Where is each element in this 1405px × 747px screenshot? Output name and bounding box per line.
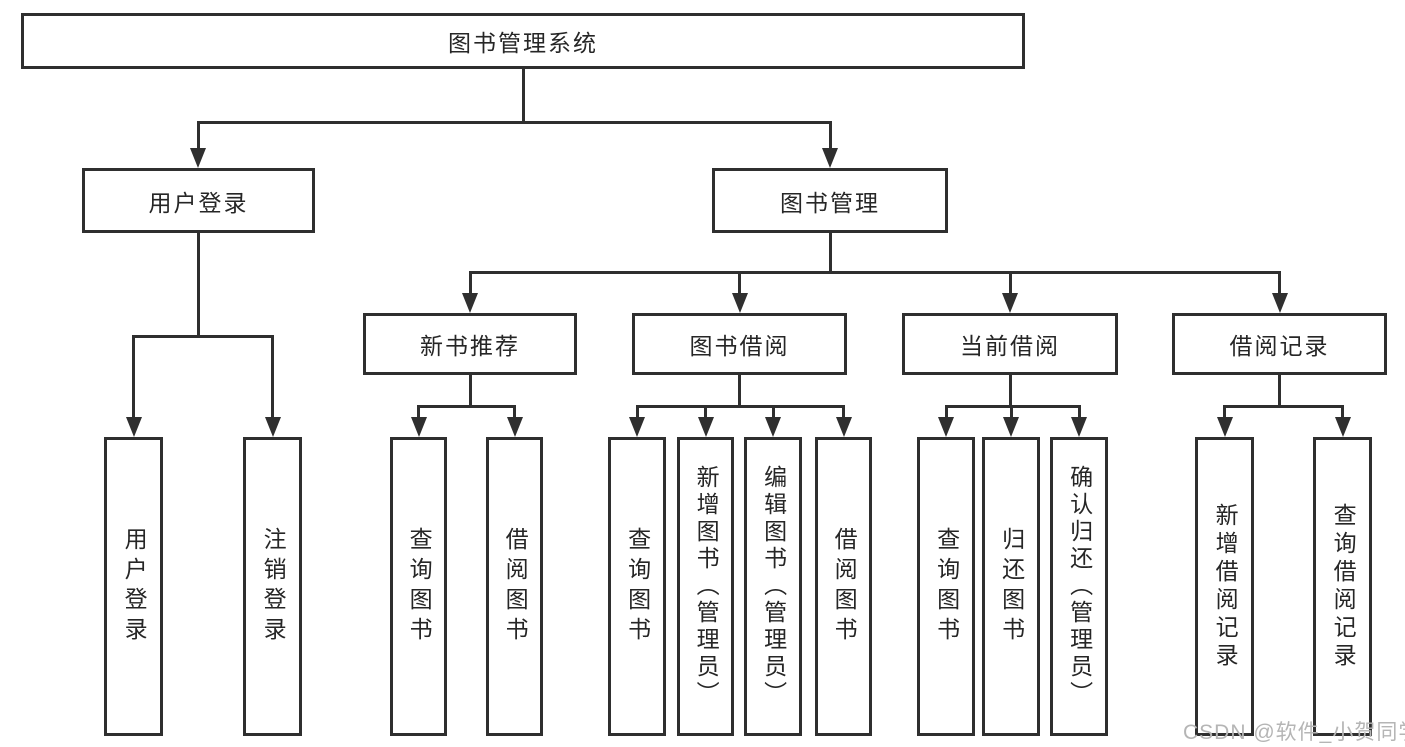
connector-line (771, 406, 775, 421)
connector-line (132, 336, 135, 421)
leaf-logout: 注销登录 (243, 437, 302, 736)
arrowhead-down-icon (462, 293, 478, 313)
connector-line (1278, 375, 1281, 406)
leaf-query-books-borrow: 查询图书 (608, 437, 666, 736)
node-new-book-recommend: 新书推荐 (363, 313, 577, 375)
node-label: 查询图书 (624, 526, 651, 647)
node-label: 查询图书 (406, 526, 433, 647)
node-label: 借阅图书 (831, 526, 858, 647)
node-label: 用户登录 (121, 526, 148, 647)
arrowhead-down-icon (1071, 417, 1087, 437)
connector-line (468, 375, 472, 406)
connector-line (1341, 406, 1344, 421)
connector-line (196, 233, 200, 336)
leaf-query-books-recommend: 查询图书 (390, 437, 447, 736)
connector-line (1008, 272, 1012, 297)
connector-line (1278, 272, 1281, 297)
arrowhead-down-icon (765, 417, 781, 437)
watermark: CSDN @软件_小贺同学 (1183, 721, 1405, 744)
node-label: 图书借阅 (689, 333, 790, 359)
arrowhead-down-icon (1003, 417, 1019, 437)
connector-line (271, 336, 274, 421)
node-book-borrow: 图书借阅 (632, 313, 847, 375)
connector-line (1009, 406, 1013, 421)
connector-line (132, 334, 274, 338)
leaf-add-borrow-record: 新增借阅记录 (1195, 437, 1254, 736)
connector-line (828, 233, 832, 272)
connector-line (513, 406, 516, 421)
leaf-confirm-return-admin: 确认归还（管理员） (1050, 437, 1108, 736)
node-label: 确认归还（管理员） (1066, 465, 1093, 708)
leaf-borrow-books-recommend: 借阅图书 (486, 437, 543, 736)
node-label: 归还图书 (998, 526, 1025, 647)
connector-line (1077, 406, 1081, 421)
node-borrow-records: 借阅记录 (1172, 313, 1387, 375)
node-label: 新增借阅记录 (1212, 502, 1239, 671)
leaf-add-books-admin: 新增图书（管理员） (677, 437, 734, 736)
arrowhead-down-icon (125, 417, 142, 437)
arrowhead-down-icon (822, 148, 838, 168)
connector-line (828, 122, 832, 152)
node-root: 图书管理系统 (21, 13, 1025, 69)
arrowhead-down-icon (264, 417, 281, 437)
connector-line (468, 272, 472, 297)
node-label: 编辑图书（管理员） (760, 465, 787, 708)
leaf-query-borrow-record: 查询借阅记录 (1313, 437, 1372, 736)
leaf-user-login: 用户登录 (104, 437, 163, 736)
node-label: 用户登录 (148, 189, 249, 216)
arrowhead-down-icon (1002, 293, 1018, 313)
node-label: 查询借阅记录 (1330, 502, 1357, 671)
connector-line (196, 120, 832, 124)
node-label: 注销登录 (260, 526, 287, 647)
arrowhead-down-icon (938, 417, 954, 437)
arrowhead-down-icon (1334, 417, 1351, 437)
arrowhead-down-icon (506, 417, 523, 437)
node-label: 当前借阅 (960, 333, 1060, 359)
leaf-return-books: 归还图书 (982, 437, 1040, 736)
connector-line (738, 272, 741, 297)
connector-line (944, 406, 948, 421)
node-user-login: 用户登录 (82, 168, 315, 233)
arrowhead-down-icon (190, 148, 206, 168)
node-label: 图书管理系统 (448, 30, 598, 56)
connector-line (1008, 375, 1012, 406)
node-label: 借阅记录 (1229, 333, 1330, 359)
connector-line (417, 404, 516, 408)
node-label: 新增图书（管理员） (693, 465, 720, 708)
arrowhead-down-icon (697, 417, 714, 437)
connector-line (704, 406, 707, 421)
arrowhead-down-icon (835, 417, 852, 437)
node-label: 借阅图书 (502, 526, 529, 647)
connector-line (842, 406, 845, 421)
connector-line (635, 406, 639, 421)
node-book-management: 图书管理 (712, 168, 948, 233)
arrowhead-down-icon (1216, 417, 1233, 437)
leaf-query-books-current: 查询图书 (917, 437, 975, 736)
node-label: 新书推荐 (420, 333, 520, 359)
leaf-edit-books-admin: 编辑图书（管理员） (744, 437, 802, 736)
node-label: 图书管理 (780, 189, 880, 216)
connector-line (1223, 406, 1226, 421)
connector-line (944, 404, 1081, 408)
node-current-borrow: 当前借阅 (902, 313, 1118, 375)
connector-line (521, 69, 525, 122)
arrowhead-down-icon (629, 417, 645, 437)
connector-line (468, 270, 1281, 274)
node-label: 查询图书 (933, 526, 960, 647)
connector-line (1223, 404, 1344, 408)
connector-line (635, 404, 845, 408)
connector-line (417, 406, 420, 421)
arrowhead-down-icon (410, 417, 427, 437)
connector-line (196, 122, 200, 152)
arrowhead-down-icon (1271, 293, 1288, 313)
connector-line (738, 375, 741, 406)
arrowhead-down-icon (731, 293, 748, 313)
leaf-borrow-books: 借阅图书 (815, 437, 872, 736)
